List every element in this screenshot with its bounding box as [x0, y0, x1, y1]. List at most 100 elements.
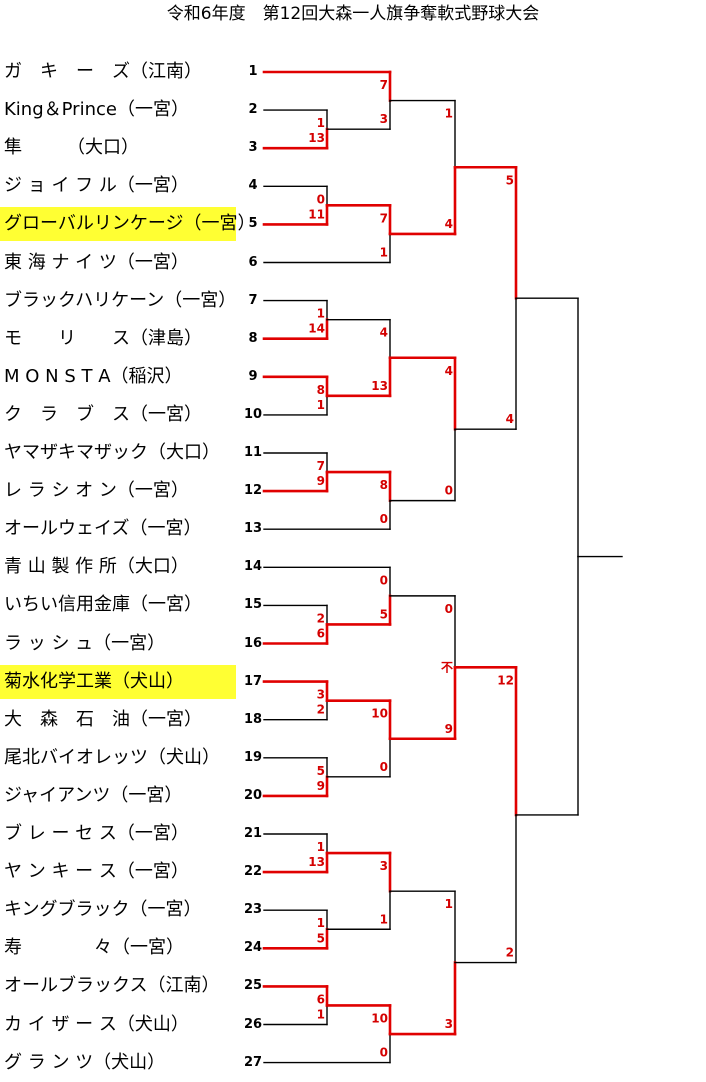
score-label: 13 [308, 131, 325, 145]
score-label: 4 [380, 326, 388, 340]
team-row: グ ラ ン ツ（犬山） 27 [0, 1046, 262, 1080]
team-name: 大 森 石 油（一宮） [4, 708, 202, 730]
team-row: King＆Prince（一宮）2 [0, 93, 258, 127]
score-label: 13 [371, 379, 388, 393]
team-row: ブ レ ー セ ス（一宮） 21 [0, 817, 262, 851]
team-row: 大 森 石 油（一宮）18 [0, 703, 262, 737]
score-label: 6 [317, 627, 325, 641]
team-name: カ イ ザ ー ス（犬山） [4, 1013, 189, 1035]
score-label: 5 [317, 931, 325, 945]
team-number: 3 [248, 140, 258, 156]
score-label: 0 [317, 192, 325, 206]
team-row: M O N S T A（稲沢）9 [0, 360, 258, 394]
team-number: 22 [243, 864, 263, 880]
score-label: 9 [317, 474, 325, 488]
team-number: 24 [243, 940, 263, 956]
score-label: 11 [308, 207, 325, 221]
score-label: 5 [380, 607, 388, 621]
team-number: 16 [243, 635, 263, 651]
score-label: 14 [308, 322, 325, 336]
team-number: 17 [243, 673, 263, 689]
score-label: 1 [317, 116, 325, 130]
team-row: 東 海 ナ イ ツ（一宮）6 [0, 246, 258, 280]
team-row: ヤマザキマザック（大口） 11 [0, 436, 262, 470]
team-number: 23 [243, 902, 263, 918]
team-number: 10 [243, 406, 263, 422]
score-label: 4 [445, 364, 453, 378]
team-row: グローバルリンケージ（一宮）5 [0, 207, 258, 242]
score-label: 12 [497, 673, 514, 687]
team-name: ジャイアンツ（一宮） [4, 784, 183, 806]
team-row: オールブラックス（江南） 25 [0, 969, 262, 1003]
team-row: ガ キ ー ズ（江南） 1 [0, 55, 258, 89]
team-name: ヤ ン キ ー ス（一宮） [4, 861, 189, 883]
team-name: 隼 （大口） [4, 137, 139, 159]
team-row: 青 山 製 作 所（大口） 14 [0, 550, 262, 584]
team-name: ラ ッ シ ュ（一宮） [4, 632, 166, 654]
team-name: いちい信用金庫（一宮） [4, 594, 202, 616]
team-name: 寿 々（一宮） [4, 937, 184, 959]
score-label: 2 [506, 946, 514, 960]
team-row: いちい信用金庫（一宮） 15 [0, 588, 262, 622]
score-label: 1 [317, 307, 325, 321]
team-row: 寿 々（一宮） 24 [0, 931, 262, 965]
score-label: 3 [445, 1017, 453, 1031]
score-label: 10 [371, 1011, 388, 1025]
team-row: キングブラック（一宮）23 [0, 893, 262, 927]
team-number: 27 [243, 1054, 263, 1070]
team-name: ガ キ ー ズ（江南） [4, 61, 202, 82]
score-label: 7 [380, 78, 388, 92]
score-label: 1 [317, 840, 325, 854]
team-row: 隼 （大口） 3 [0, 131, 258, 165]
team-row: ジャイアンツ（一宮） 20 [0, 779, 262, 813]
team-row: ク ラ ブ ス（一宮） 10 [0, 398, 262, 432]
team-name: グローバルリンケージ（一宮） [4, 213, 256, 235]
score-label: 13 [308, 855, 325, 869]
team-name: ク ラ ブ ス（一宮） [4, 403, 202, 425]
score-label: 8 [317, 383, 325, 397]
team-name: 東 海 ナ イ ツ（一宮） [4, 251, 189, 273]
score-label: 0 [445, 484, 453, 498]
team-row: レ ラ シ オ ン（一宮）12 [0, 474, 262, 508]
score-label: 3 [380, 859, 388, 873]
score-label: 10 [371, 707, 388, 721]
note-label: 不 [441, 660, 453, 674]
team-row: ジ ョ イ フ ル（一宮） 4 [0, 169, 258, 203]
team-number: 7 [248, 292, 258, 308]
team-number: 1 [248, 64, 258, 79]
team-number: 5 [248, 216, 258, 232]
team-number: 15 [243, 597, 263, 613]
team-number: 14 [243, 559, 263, 575]
team-name: オールブラックス（江南） [4, 975, 220, 997]
team-name: ヤマザキマザック（大口） [4, 442, 220, 463]
team-name: King＆Prince（一宮） [4, 99, 189, 121]
team-number: 13 [243, 521, 263, 537]
team-name: ブ レ ー セ ス（一宮） [4, 823, 189, 844]
team-number: 4 [248, 178, 258, 194]
score-label: 3 [317, 688, 325, 702]
team-name: M O N S T A（稲沢） [4, 365, 183, 387]
team-number: 21 [243, 826, 263, 841]
team-number: 26 [243, 1016, 263, 1032]
score-label: 8 [380, 478, 388, 492]
score-label: 0 [380, 512, 388, 526]
team-name: 尾北バイオレッツ（犬山） [4, 746, 220, 768]
score-label: 0 [380, 573, 388, 587]
team-name: 青 山 製 作 所（大口） [4, 556, 189, 578]
score-label: 5 [317, 764, 325, 778]
team-row: ヤ ン キ ー ス（一宮） 22 [0, 855, 262, 889]
team-number: 25 [243, 978, 263, 994]
team-number: 8 [248, 330, 258, 346]
team-number: 11 [243, 445, 263, 460]
score-label: 6 [317, 992, 325, 1006]
team-row: カ イ ザ ー ス（犬山） 26 [0, 1008, 262, 1042]
score-label: 9 [445, 722, 453, 736]
score-label: 7 [317, 459, 325, 473]
team-name: レ ラ シ オ ン（一宮） [4, 480, 189, 502]
team-name: グ ラ ン ツ（犬山） [4, 1051, 166, 1073]
score-label: 5 [506, 173, 514, 187]
team-number: 20 [243, 787, 263, 803]
team-name: ジ ョ イ フ ル（一宮） [4, 175, 189, 197]
team-row: 尾北バイオレッツ（犬山）19 [0, 741, 262, 775]
team-row: モ リ ス（津島）8 [0, 322, 258, 356]
